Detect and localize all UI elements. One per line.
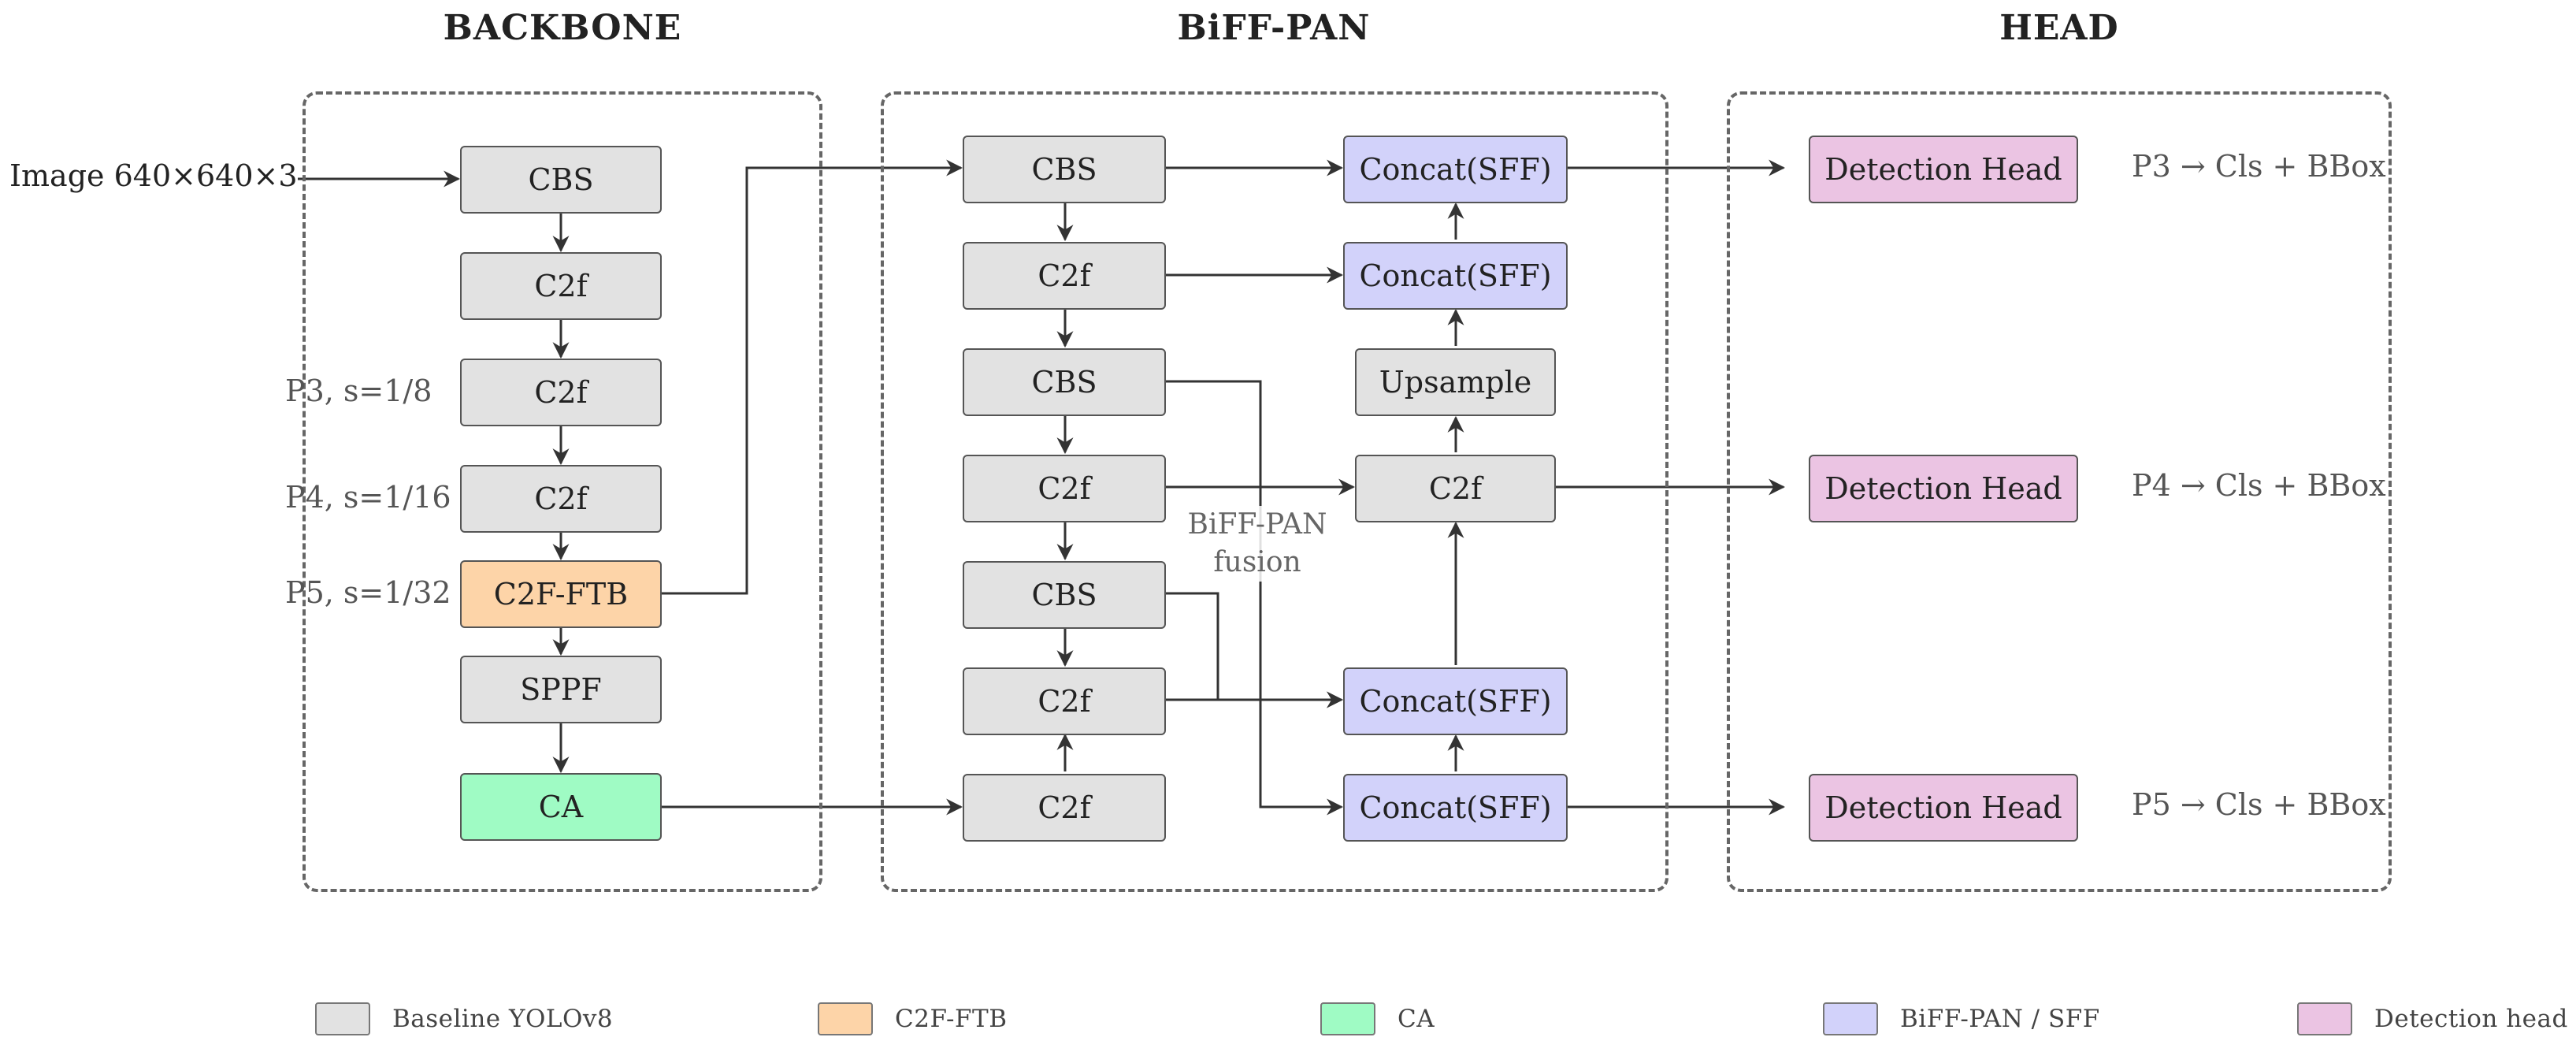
head-title: HEAD — [1999, 8, 2119, 48]
edge-cbs-fusion-bottom — [1166, 380, 1344, 816]
output-label-1: P3 → Cls + BBox — [2132, 149, 2386, 184]
legend-item-det: Detection head — [2297, 1002, 2568, 1035]
edge-ftb-pan-cbs — [662, 159, 963, 595]
pan-left-node-7: C2f — [963, 774, 1166, 842]
backbone-c2f-node-3: C2f — [460, 465, 662, 533]
legend-swatch-sff — [1823, 1002, 1878, 1035]
legend-swatch-ftb — [818, 1002, 873, 1035]
pan-concat-2-node: Concat(SFF) — [1343, 242, 1568, 310]
detection-head-node-3: Detection Head — [1809, 774, 2078, 842]
legend-label-ftb: C2F-FTB — [895, 1005, 1008, 1033]
legend-item-baseline: Baseline YOLOv8 — [315, 1002, 613, 1035]
backbone-sppf-node: SPPF — [460, 656, 662, 723]
backbone-ca-node: CA — [460, 773, 662, 841]
pan-panel — [881, 91, 1668, 892]
output-label-3: P5 → Cls + BBox — [2132, 787, 2386, 822]
pan-left-node-6: C2f — [963, 667, 1166, 735]
pan-upsample-node: Upsample — [1355, 348, 1556, 416]
legend-swatch-baseline — [315, 1002, 370, 1035]
fusion-label-line-2: fusion — [1213, 546, 1301, 578]
input-label: Image 640×640×3 — [9, 158, 298, 193]
pan-concat-lower-node: Concat(SFF) — [1343, 667, 1568, 735]
detection-head-node-1: Detection Head — [1809, 136, 2078, 203]
pan-left-node-5: CBS — [963, 561, 1166, 629]
edge-cbs-fusion-lower — [1166, 592, 1344, 708]
pan-concat-top-node: Concat(SFF) — [1343, 136, 1568, 203]
pan-left-node-1: CBS — [963, 136, 1166, 203]
p4-scale-label: P4, s=1/16 — [285, 480, 451, 515]
backbone-c2f-node-1: C2f — [460, 252, 662, 320]
legend-label-det: Detection head — [2374, 1005, 2568, 1033]
legend-item-ca: CA — [1320, 1002, 1435, 1035]
fusion-label-line-1: BiFF-PAN — [1187, 508, 1327, 541]
backbone-title: BACKBONE — [443, 8, 682, 48]
legend-item-ftb: C2F-FTB — [818, 1002, 1008, 1035]
legend-label-baseline: Baseline YOLOv8 — [392, 1005, 614, 1033]
legend-item-sff: BiFF-PAN / SFF — [1823, 1002, 2100, 1035]
backbone-cbs-node: CBS — [460, 146, 662, 214]
pan-left-node-2: C2f — [963, 242, 1166, 310]
pan-c2f-mid-node: C2f — [1355, 455, 1556, 522]
legend-label-sff: BiFF-PAN / SFF — [1900, 1005, 2100, 1033]
pan-title: BiFF-PAN — [1177, 8, 1371, 48]
backbone-c2f-node-2: C2f — [460, 359, 662, 426]
legend-label-ca: CA — [1397, 1005, 1435, 1033]
output-label-2: P4 → Cls + BBox — [2132, 468, 2386, 503]
p5-scale-label: P5, s=1/32 — [285, 575, 451, 610]
backbone-panel — [303, 91, 822, 892]
legend-swatch-ca — [1320, 1002, 1375, 1035]
fusion-label: BiFF-PAN fusion — [1187, 506, 1327, 582]
legend-swatch-det — [2297, 1002, 2352, 1035]
backbone-c2f-ftb-node: C2F-FTB — [460, 560, 662, 628]
pan-left-node-4: C2f — [963, 455, 1166, 522]
pan-concat-bottom-node: Concat(SFF) — [1343, 774, 1568, 842]
detection-head-node-2: Detection Head — [1809, 455, 2078, 522]
p3-scale-label: P3, s=1/8 — [285, 374, 432, 408]
pan-left-node-3: CBS — [963, 348, 1166, 416]
head-panel — [1727, 91, 2392, 892]
